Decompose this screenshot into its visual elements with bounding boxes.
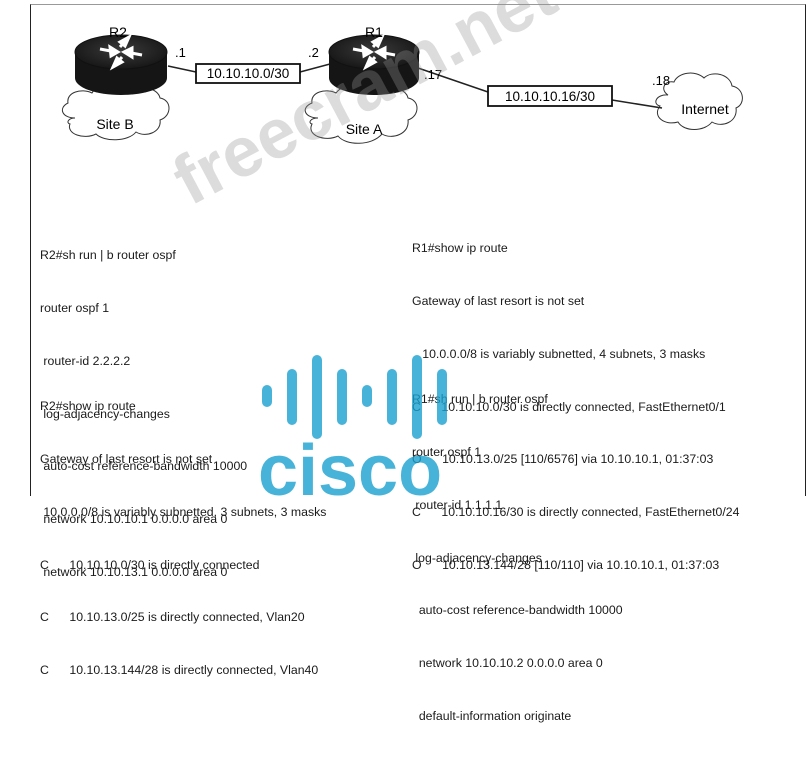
cisco-logo-watermark: cisco (258, 355, 447, 498)
site-a-label: Site A (346, 121, 383, 137)
config-line: router ospf 1 (412, 444, 482, 459)
site-b-cloud (61, 83, 170, 141)
route-line: Gateway of last resort is not set (40, 451, 213, 466)
exam-exhibit: R2 R1 Site B Site A Internet 10.10.10.0/… (30, 0, 806, 723)
route-line: C 10.10.10.0/30 is directly connected (40, 557, 260, 572)
config-line: default-information originate (412, 708, 572, 723)
link-r1-to-subnet-box (417, 67, 489, 93)
subnet-label-r1-r2: 10.10.10.0/30 (207, 66, 290, 81)
route-line: C 10.10.13.0/25 is directly connected, V… (40, 610, 305, 625)
route-line: Gateway of last resort is not set (412, 293, 585, 308)
link-subnet-box-to-r1 (299, 63, 331, 73)
route-line: R1#show ip route (412, 241, 508, 256)
link-subnet-box-to-internet (611, 99, 663, 109)
config-line: router ospf 1 (40, 300, 110, 315)
config-line: R2#sh run | b router ospf (40, 248, 176, 263)
subnet-box-r1-internet (487, 85, 613, 107)
network-topology: R2 R1 Site B Site A Internet 10.10.10.0/… (61, 24, 743, 144)
route-line: R2#show ip route (40, 399, 136, 414)
config-line: R1#sh run | b router ospf (412, 392, 548, 407)
subnet-label-r1-internet: 10.10.10.16/30 (505, 89, 595, 104)
route-line: 10.0.0.0/8 is variably subnetted, 3 subn… (40, 504, 327, 519)
internet-label: Internet (681, 101, 729, 117)
config-line: auto-cost reference-bandwidth 10000 (40, 459, 248, 474)
route-line: 10.0.0.0/8 is variably subnetted, 4 subn… (412, 346, 706, 361)
router-r2-label: R2 (109, 24, 127, 40)
route-line: C 10.10.13.144/28 is directly connected,… (40, 663, 319, 678)
route-line: O 10.10.13.0/25 [110/6576] via 10.10.10.… (412, 452, 714, 467)
route-line: C 10.10.10.0/30 is directly connected, F… (412, 399, 726, 414)
r2-interface-ip: .1 (175, 45, 186, 60)
config-line: log-adjacency-changes (412, 550, 542, 565)
link-r2-to-subnet-box (167, 65, 197, 73)
config-line: router-id 2.2.2.2 (40, 353, 131, 368)
subnet-box-r1-r2 (195, 63, 301, 84)
internet-cloud (655, 72, 743, 130)
config-line: router-id 1.1.1.1 (412, 497, 503, 512)
cisco-logo-text: cisco (258, 431, 442, 498)
config-line: network 10.10.10.2 0.0.0.0 area 0 (412, 656, 603, 671)
exhibit-frame (30, 4, 806, 496)
config-line: auto-cost reference-bandwidth 10000 (412, 603, 623, 618)
router-r2-icon (74, 33, 168, 95)
site-b-label: Site B (96, 116, 133, 132)
r1-interface-ip-to-r2: .2 (308, 45, 319, 60)
router-r1-icon (328, 33, 420, 95)
r1-interface-ip-to-internet: .17 (424, 67, 442, 82)
internet-interface-ip: .18 (652, 73, 670, 88)
site-a-cloud (304, 83, 418, 144)
router-r1-label: R1 (365, 24, 383, 40)
config-line: log-adjacency-changes (40, 406, 170, 421)
